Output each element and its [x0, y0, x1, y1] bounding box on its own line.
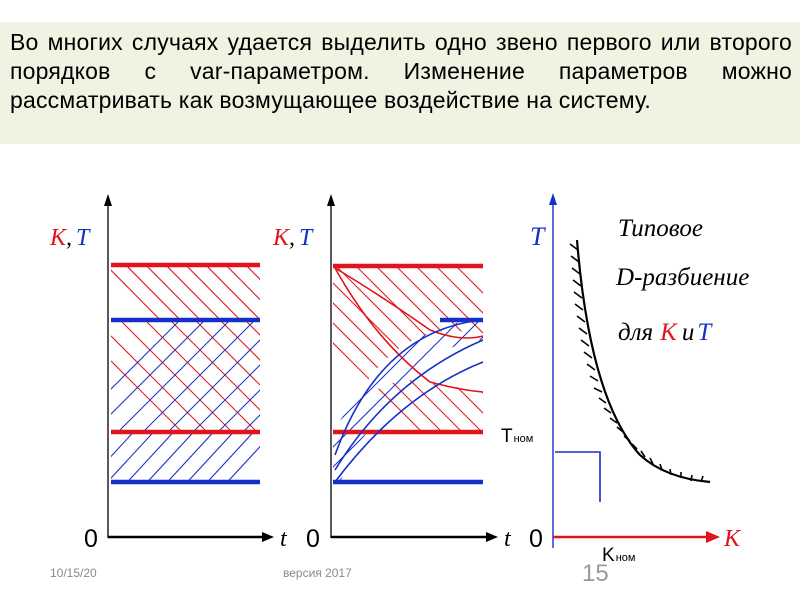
footer-date: 10/15/20: [50, 566, 97, 580]
d-partition-hatch: [569, 243, 704, 483]
left-k-label: K: [49, 225, 68, 251]
right-k-axis-label: K: [723, 526, 742, 552]
t-nom-label: Tном: [501, 426, 533, 447]
caption-prefix: для: [618, 319, 653, 346]
middle-comma: ,: [289, 225, 295, 251]
left-origin: 0: [84, 525, 98, 553]
middle-origin: 0: [306, 525, 320, 553]
k-nom-sub: ном: [616, 552, 636, 564]
t-nom-main: T: [501, 426, 513, 447]
header-band: [0, 22, 800, 144]
middle-y-arrow: [327, 194, 335, 206]
left-cross-hatch: [111, 321, 260, 432]
left-panel: K,T t 0: [49, 194, 288, 553]
left-blue-hatch: [111, 432, 260, 482]
middle-x-label: t: [504, 526, 512, 552]
middle-red-curves: [334, 267, 484, 393]
svg-text:K,T: K,T: [49, 225, 91, 251]
slide-text: Во многих случаях удается выделить одно …: [10, 29, 792, 113]
nominal-box: [555, 451, 601, 502]
t-nom-sub: ном: [514, 433, 534, 445]
left-x-arrow: [262, 532, 274, 542]
slide-number: 15: [582, 560, 609, 587]
left-y-arrow: [104, 194, 112, 206]
caption-line-1: Типовое: [618, 215, 703, 242]
right-t-axis-label: T: [530, 222, 546, 251]
right-x-arrow: [706, 531, 720, 543]
caption-line-2: D-разбиение: [615, 264, 749, 291]
k-nom-label: Kном: [602, 545, 635, 566]
middle-blue-curves: [334, 319, 484, 483]
k-nom-main: K: [602, 545, 615, 566]
left-t-label: T: [76, 225, 91, 251]
caption-d: D: [615, 264, 634, 291]
left-red-hatch: [111, 265, 260, 321]
middle-x-arrow: [486, 532, 498, 542]
caption-and: и: [682, 319, 695, 346]
middle-panel: K,T t 0: [272, 194, 512, 553]
middle-k-label: K: [272, 225, 291, 251]
footer-version: версия 2017: [283, 566, 352, 580]
svg-text:K,T: K,T: [272, 225, 314, 251]
right-y-arrow: [549, 193, 557, 205]
right-origin: 0: [529, 525, 543, 553]
middle-t-label: T: [299, 225, 314, 251]
left-comma: ,: [66, 225, 72, 251]
caption-rest: -разбиение: [634, 264, 749, 291]
middle-red-hatch: [333, 266, 483, 431]
caption-k: K: [659, 319, 678, 346]
caption-t: T: [697, 319, 713, 346]
d-partition-curve: [575, 239, 711, 484]
left-x-label: t: [280, 526, 288, 552]
